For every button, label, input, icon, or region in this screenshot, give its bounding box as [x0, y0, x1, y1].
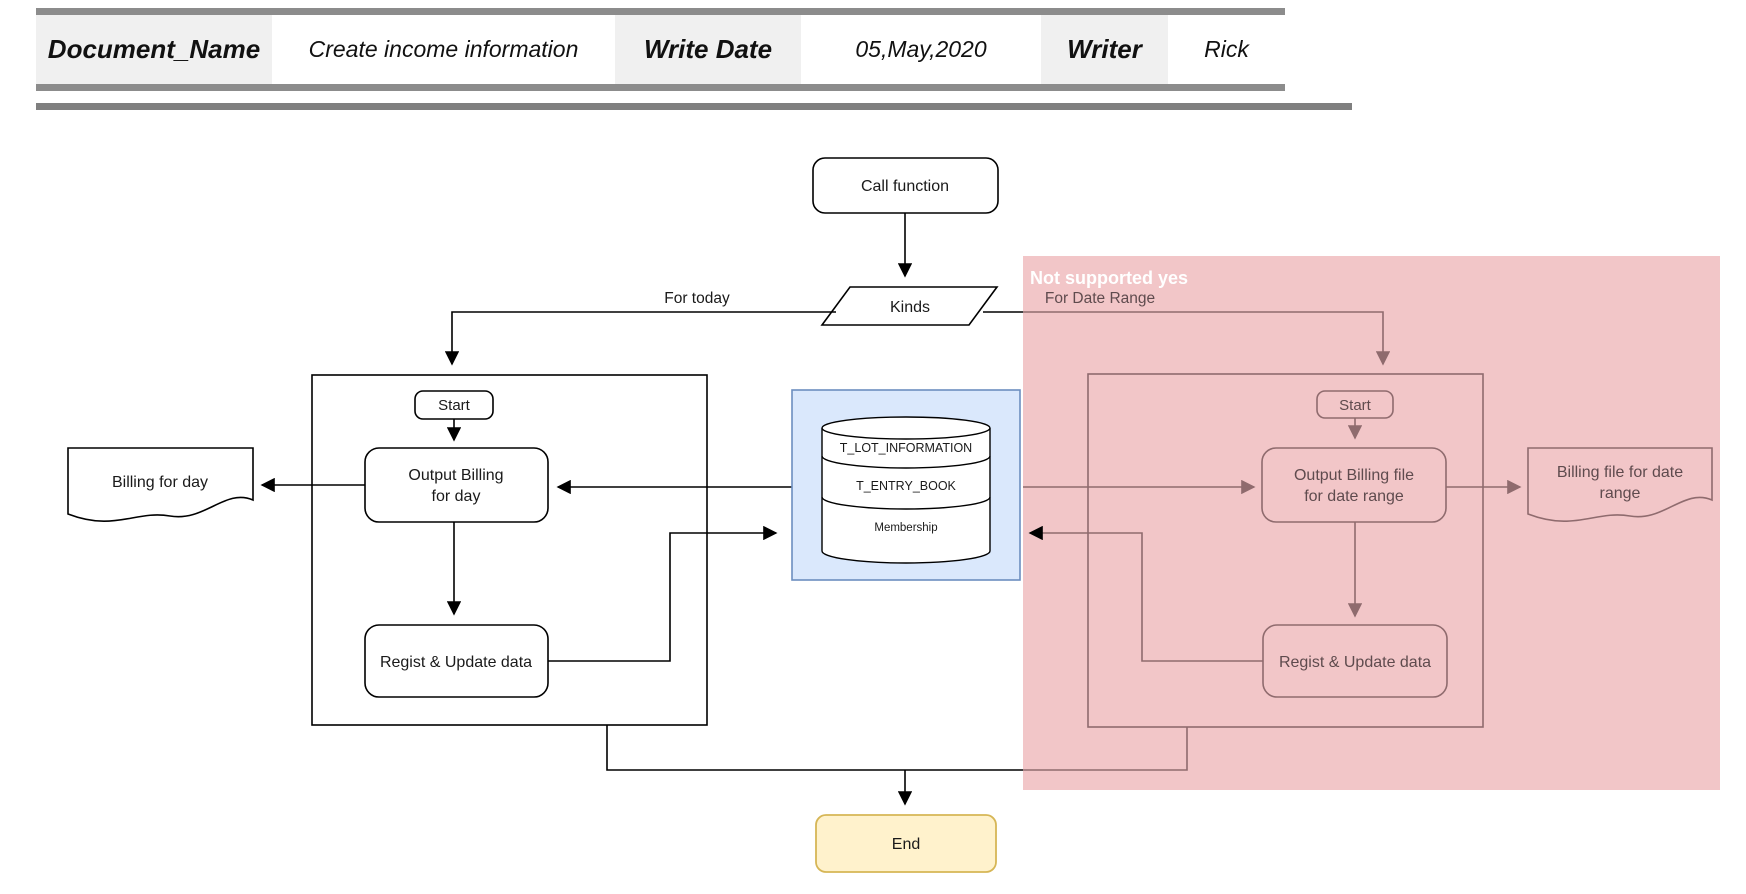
output-billing-day-line2: for day — [432, 488, 481, 505]
section-divider — [36, 103, 1352, 110]
call-function-label: Call function — [861, 178, 949, 195]
database-cylinder-body — [821, 428, 991, 564]
node-billing-for-day: Billing for day — [67, 447, 254, 522]
edge-regist-right-to-db — [1028, 525, 1263, 662]
end-label: End — [892, 836, 920, 853]
regist-update-right-label: Regist & Update data — [1279, 654, 1431, 671]
write-date-value: 05,May,2020 — [801, 15, 1041, 84]
database-separator-1 — [821, 455, 991, 469]
db-table-1: T_LOT_INFORMATION — [840, 441, 972, 455]
node-billing-file-range: Billing file for date range — [1527, 447, 1713, 522]
output-billing-day-line1: Output Billing — [408, 467, 503, 484]
edge-label-for-today: For today — [664, 290, 730, 307]
node-call-function: Call function — [812, 157, 999, 214]
billing-file-range-line1: Billing file for date — [1557, 464, 1683, 481]
node-output-billing-day: Output Billing for day — [364, 447, 549, 523]
edge-kinds-to-right-branch — [1023, 311, 1391, 366]
node-regist-update-left: Regist & Update data — [364, 624, 549, 698]
database-separator-2 — [821, 496, 991, 510]
document-name-label: Document_Name — [36, 15, 272, 84]
billing-file-range-line2: range — [1600, 485, 1641, 502]
document-name-value: Create income information — [272, 15, 615, 84]
database-cylinder-top — [821, 416, 991, 440]
edge-left-container-to-join — [606, 725, 1023, 771]
start-left-label: Start — [438, 397, 471, 414]
not-supported-overlay — [1023, 256, 1720, 790]
node-start-left: Start — [414, 390, 494, 420]
edge-kinds-to-left-branch — [444, 311, 836, 366]
node-kinds: Kinds — [820, 286, 999, 326]
writer-value: Rick — [1168, 15, 1285, 84]
right-branch-container — [1087, 373, 1484, 728]
document-header-table: Document_Name Create income information … — [36, 8, 1285, 91]
regist-update-left-label: Regist & Update data — [380, 654, 532, 671]
node-end: End — [815, 814, 997, 873]
billing-for-day-label: Billing for day — [112, 474, 208, 491]
write-date-label: Write Date — [615, 15, 801, 84]
output-billing-range-line1: Output Billing file — [1294, 467, 1414, 484]
edge-regist-left-to-db — [548, 525, 778, 662]
header-row: Document_Name Create income information … — [36, 15, 1285, 84]
writer-label: Writer — [1041, 15, 1168, 84]
header-bottom-rule — [36, 84, 1285, 91]
start-right-label: Start — [1339, 397, 1372, 414]
database-group: T_LOT_INFORMATION T_ENTRY_BOOK Membershi… — [791, 389, 1021, 581]
db-table-2: T_ENTRY_BOOK — [856, 479, 956, 493]
left-branch-container — [311, 374, 708, 726]
kinds-label: Kinds — [890, 299, 930, 316]
node-output-billing-range: Output Billing file for date range — [1261, 447, 1447, 523]
db-table-3: Membership — [874, 522, 937, 534]
header-top-rule — [36, 8, 1285, 15]
overlay-label: Not supported yes — [1030, 268, 1188, 288]
edge-label-for-date-range: For Date Range — [1045, 290, 1155, 307]
edge-right-container-to-join — [1023, 727, 1188, 771]
output-billing-range-line2: for date range — [1304, 488, 1404, 505]
